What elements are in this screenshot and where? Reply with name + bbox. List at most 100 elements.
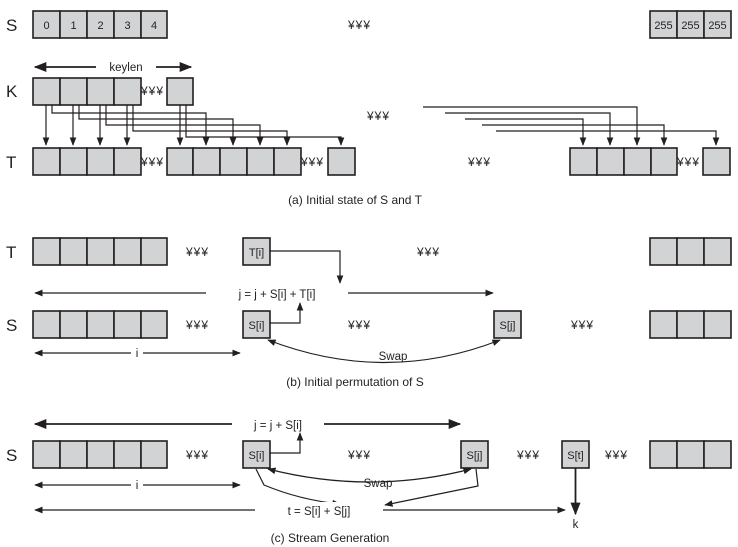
s-i-to-formula-arrow bbox=[270, 302, 304, 324]
t-cell-g2-1 bbox=[192, 147, 221, 176]
t-cell-1 bbox=[59, 147, 88, 176]
s-i-to-formula-arrow-c bbox=[270, 432, 304, 454]
ellipsis-t-b-2: ¥¥¥ bbox=[416, 245, 440, 259]
k-cell-3 bbox=[113, 77, 142, 106]
ellipsis-s-b-2: ¥¥¥ bbox=[347, 318, 371, 332]
ellipsis-s-c-3: ¥¥¥ bbox=[516, 448, 540, 462]
t-b-cell-2 bbox=[86, 237, 115, 266]
k-cell-2 bbox=[86, 77, 115, 106]
s-b-last-2 bbox=[703, 310, 732, 339]
s-cell-255 bbox=[703, 10, 732, 39]
t-b-cell-4 bbox=[140, 237, 168, 266]
s-c-last-2 bbox=[703, 440, 732, 469]
s-i-to-t-arrow bbox=[255, 468, 341, 507]
t-cell-g4-0 bbox=[569, 147, 598, 176]
row-label-s-c: S bbox=[6, 446, 17, 465]
caption-b: (b) Initial permutation of S bbox=[286, 375, 423, 389]
caption-c: (c) Stream Generation bbox=[271, 531, 390, 545]
t-i-cell bbox=[242, 237, 271, 266]
s-j-to-t-arrow bbox=[384, 468, 479, 507]
i-label-c: i bbox=[136, 480, 139, 492]
s-j-cell-c bbox=[460, 440, 489, 469]
row-label-k: K bbox=[6, 82, 18, 101]
t-cell-g2-0 bbox=[166, 147, 194, 176]
ellipsis-t-a-4: ¥¥¥ bbox=[676, 155, 700, 169]
s-cell-1 bbox=[59, 10, 88, 39]
s-j-label-c: S[j] bbox=[467, 450, 483, 462]
s-cell-2-text: 2 bbox=[97, 20, 103, 32]
t-array bbox=[32, 147, 731, 176]
s-c-last-0 bbox=[649, 440, 678, 469]
swap-label-b: Swap bbox=[379, 351, 408, 363]
keylen-label-bg bbox=[96, 58, 156, 74]
s-j-cell-b bbox=[493, 310, 522, 339]
s-cell-0 bbox=[32, 10, 61, 39]
s-array-first-cells: 0 1 2 3 4 bbox=[32, 10, 168, 39]
t-cell-g3 bbox=[327, 147, 356, 176]
swap-arrow-b bbox=[267, 339, 501, 364]
s-cell-0-text: 0 bbox=[43, 20, 49, 32]
k-output-label: k bbox=[573, 519, 579, 531]
t-b-last-1 bbox=[676, 237, 705, 266]
ellipsis-s-a: ¥¥¥ bbox=[347, 18, 371, 32]
t-cell-g2-2 bbox=[219, 147, 248, 176]
i-label-bg-b bbox=[131, 346, 143, 360]
k-array bbox=[32, 77, 194, 106]
t-cell-g4-2 bbox=[623, 147, 652, 176]
s-b-last-0 bbox=[649, 310, 678, 339]
k-cell-0 bbox=[32, 77, 61, 106]
section-a: S 0 1 2 3 4 ¥¥¥ 255 255 255 keylen K bbox=[6, 10, 732, 207]
s-b-cell-2 bbox=[86, 310, 115, 339]
s-c-last-1 bbox=[676, 440, 705, 469]
s-cell-1-text: 1 bbox=[70, 20, 76, 32]
ellipsis-t-a-3: ¥¥¥ bbox=[467, 155, 491, 169]
formula-j-b: j = j + S[i] + T[i] bbox=[238, 289, 316, 301]
s-c-cell-4 bbox=[140, 440, 168, 469]
ellipsis-t-b-1: ¥¥¥ bbox=[185, 245, 209, 259]
s-cell-3-text: 3 bbox=[124, 20, 130, 32]
t-array-b bbox=[32, 237, 732, 266]
caption-a: (a) Initial state of S and T bbox=[288, 193, 423, 207]
row-label-t-a: T bbox=[6, 153, 16, 172]
s-cell-4 bbox=[140, 10, 168, 39]
s-cell-2 bbox=[86, 10, 115, 39]
section-b: T T[i] ¥¥¥ ¥¥¥ j = j + S[i] + T[i] S bbox=[6, 237, 732, 389]
t-cell-2 bbox=[86, 147, 115, 176]
formula-t-bg bbox=[255, 502, 383, 518]
t-cell-g2-3 bbox=[246, 147, 275, 176]
ellipsis-s-b-3: ¥¥¥ bbox=[570, 318, 594, 332]
i-label-bg-c bbox=[131, 478, 143, 492]
s-b-cell-4 bbox=[140, 310, 168, 339]
ellipsis-s-c-1: ¥¥¥ bbox=[185, 448, 209, 462]
s-i-cell-b bbox=[242, 310, 271, 339]
s-array-c bbox=[32, 440, 732, 469]
s-i-label-b: S[i] bbox=[249, 320, 265, 332]
s-c-cell-1 bbox=[59, 440, 88, 469]
ellipsis-s-b-1: ¥¥¥ bbox=[185, 318, 209, 332]
t-cell-g4-3 bbox=[650, 147, 678, 176]
s-b-cell-0 bbox=[32, 310, 61, 339]
s-cell-254-text: 255 bbox=[681, 20, 699, 32]
section-c: j = j + S[i] S S[i] S[j] S[t] ¥¥¥ ¥¥¥ ¥¥… bbox=[6, 416, 732, 545]
s-t-label-c: S[t] bbox=[567, 450, 584, 462]
s-c-cell-2 bbox=[86, 440, 115, 469]
s-cell-254 bbox=[676, 10, 705, 39]
t-b-last-0 bbox=[649, 237, 678, 266]
t-cell-0 bbox=[32, 147, 61, 176]
formula-t: t = S[i] + S[j] bbox=[288, 506, 351, 518]
s-cell-4-text: 4 bbox=[151, 20, 157, 32]
ellipsis-k: ¥¥¥ bbox=[140, 84, 164, 98]
t-i-to-formula-arrow bbox=[270, 250, 344, 284]
s-cell-253-text: 255 bbox=[654, 20, 672, 32]
swap-label-c: Swap bbox=[364, 478, 393, 490]
t-cell-last bbox=[702, 147, 731, 176]
row-label-s-b: S bbox=[6, 316, 17, 335]
ellipsis-t-a-1: ¥¥¥ bbox=[140, 155, 164, 169]
s-j-label-b: S[j] bbox=[500, 320, 516, 332]
t-cell-g2-4 bbox=[273, 147, 302, 176]
k-to-t-connectors bbox=[42, 105, 720, 146]
formula-j-bg-c bbox=[232, 416, 324, 432]
t-b-cell-3 bbox=[113, 237, 142, 266]
t-cell-3 bbox=[113, 147, 142, 176]
